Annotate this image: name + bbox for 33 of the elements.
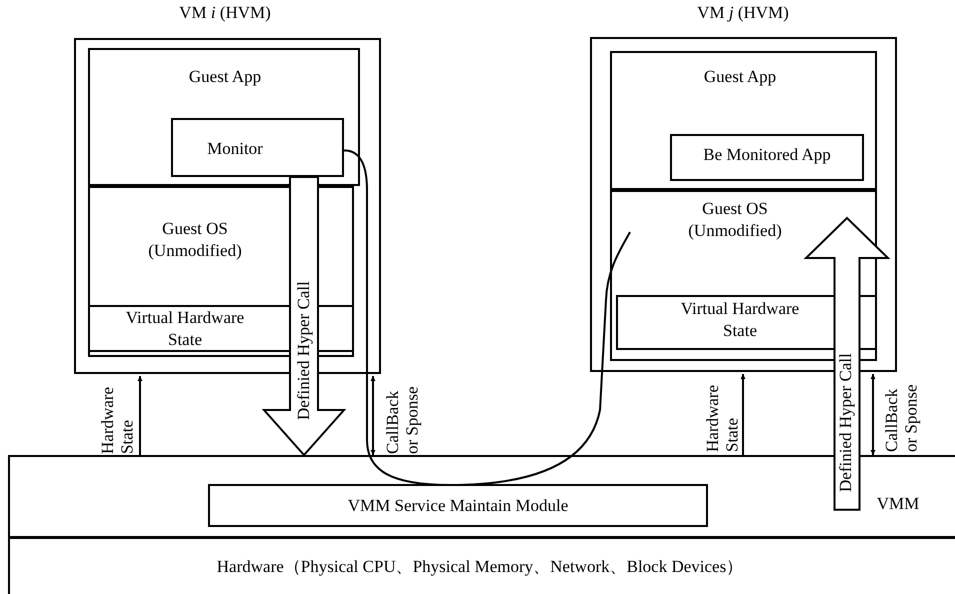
- module-box: [171, 118, 344, 177]
- module-box: [208, 484, 708, 527]
- box-label: Guest App: [188, 66, 262, 88]
- box-label: Guest OS (Unmodified): [687, 198, 783, 242]
- box-label: Hardware（Physical CPU、Physical Memory、Network、Block Devices）: [216, 556, 744, 578]
- box-label: Guest OS (Unmodified): [147, 218, 243, 262]
- box-label: VMM Service Maintain Module: [346, 495, 570, 517]
- edge-label: CallBack or Sponse: [383, 385, 423, 454]
- arrow: [870, 374, 876, 455]
- edge-label: Hardware State: [98, 386, 138, 454]
- box-label: Monitor: [206, 138, 264, 160]
- state-box: [616, 295, 877, 350]
- vm-heading: VM i (HVM): [178, 2, 272, 24]
- box-label: Virtual Hardware State: [680, 298, 800, 342]
- block-arrow: [262, 176, 346, 456]
- edge-label: CallBack or Sponse: [882, 383, 922, 452]
- curved-line: [344, 149, 631, 486]
- edge-label: Definied Hyper Call: [836, 352, 856, 492]
- block-arrow: [804, 216, 890, 511]
- module-box: [670, 134, 864, 181]
- edge-label: Definied Hyper Call: [294, 280, 314, 420]
- vm-heading: VM j (HVM): [696, 2, 790, 24]
- edge-label: Hardware State: [703, 384, 743, 452]
- arrow: [370, 376, 376, 455]
- layer-band: [8, 537, 955, 594]
- box-label: VMM: [876, 493, 920, 515]
- box-label: Be Monitored App: [702, 144, 832, 166]
- box-label: Guest App: [702, 66, 778, 88]
- app-layer-box: [88, 48, 360, 186]
- app-layer-box: [610, 51, 877, 190]
- arrow: [740, 374, 746, 455]
- box-label: Virtual Hardware State: [124, 307, 246, 352]
- arrow: [138, 376, 142, 455]
